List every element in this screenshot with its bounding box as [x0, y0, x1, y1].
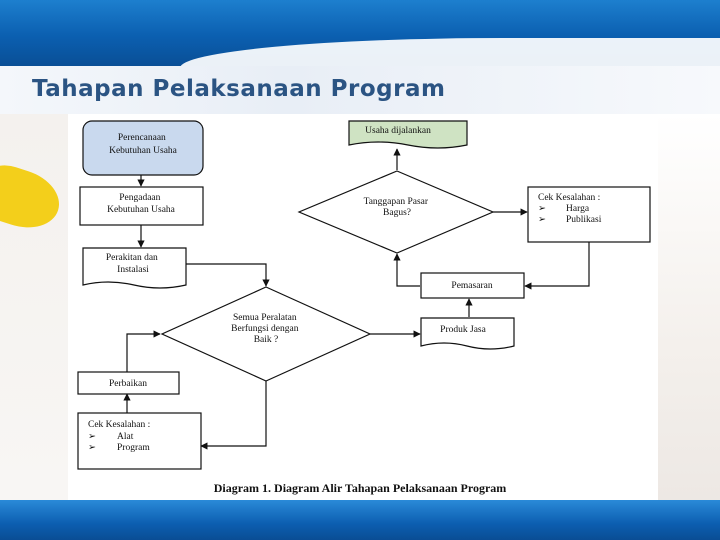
decision-tanggapan-pasar: Tanggapan Pasar Bagus?	[299, 171, 493, 253]
node-perencanaan: Perencanaan Kebutuhan Usaha	[83, 121, 203, 175]
produk-jasa-label: Produk Jasa	[440, 325, 486, 335]
node-produk-jasa: Produk Jasa	[421, 318, 514, 349]
perencanaan-line-1: Perencanaan	[118, 133, 166, 143]
cek-alat-title: Cek Kesalahan :	[88, 420, 150, 430]
node-cek-kesalahan-alat: Cek Kesalahan : ➢ Alat ➢ Program	[78, 413, 201, 469]
perencanaan-line-2: Kebutuhan Usaha	[109, 146, 178, 156]
usaha-dijalankan-label: Usaha dijalankan	[365, 126, 431, 136]
perbaikan-label: Perbaikan	[109, 379, 147, 389]
node-cek-kesalahan-harga: Cek Kesalahan : ➢ Harga ➢ Publikasi	[528, 187, 650, 242]
svg-text:Usaha dijalankan: Usaha dijalankan	[365, 126, 431, 136]
cek-alat-item-1: Alat	[117, 432, 134, 442]
arrow-pemasaran-to-tanggapan	[397, 254, 420, 286]
arrow-perakitan-to-decision	[186, 264, 266, 286]
pengadaan-line-2: Kebutuhan Usaha	[107, 205, 176, 215]
perakitan-line-1: Perakitan dan	[106, 253, 158, 263]
cek-alat-item-2: Program	[117, 443, 150, 453]
svg-text:Produk Jasa: Produk Jasa	[440, 325, 486, 335]
node-usaha-dijalankan: Usaha dijalankan	[349, 121, 467, 148]
svg-text:Perbaikan: Perbaikan	[109, 379, 147, 389]
svg-text:Pemasaran: Pemasaran	[451, 281, 492, 291]
cek-harga-bullet-1: ➢	[538, 204, 546, 214]
pengadaan-line-1: Pengadaan	[119, 193, 160, 203]
tanggapan-line-2: Bagus?	[383, 208, 411, 218]
semua-peralatan-line-1: Semua Peralatan	[233, 313, 297, 323]
semua-peralatan-line-2: Berfungsi dengan	[231, 323, 299, 334]
diagram-caption: Diagram 1. Diagram Alir Tahapan Pelaksan…	[214, 481, 507, 495]
arrow-decision-no-to-cek	[201, 381, 266, 446]
cek-harga-title: Cek Kesalahan :	[538, 193, 600, 203]
node-pemasaran: Pemasaran	[421, 273, 524, 298]
decision-semua-peralatan: Semua Peralatan Berfungsi dengan Baik ?	[162, 287, 370, 381]
node-perakitan: Perakitan dan Instalasi	[83, 248, 186, 288]
cek-harga-item-1: Harga	[566, 204, 590, 214]
arrow-cekharga-to-pemasaran	[525, 242, 589, 286]
arrow-perbaikan-to-decision	[127, 334, 160, 372]
cek-harga-bullet-2: ➢	[538, 215, 546, 225]
cek-harga-item-2: Publikasi	[566, 215, 602, 225]
node-perbaikan: Perbaikan	[78, 372, 179, 394]
node-pengadaan: Pengadaan Kebutuhan Usaha	[80, 187, 203, 225]
semua-peralatan-line-3: Baik ?	[254, 335, 279, 345]
perakitan-line-2: Instalasi	[117, 265, 149, 275]
pemasaran-label: Pemasaran	[451, 281, 492, 291]
cek-alat-bullet-1: ➢	[88, 432, 96, 442]
cek-alat-bullet-2: ➢	[88, 443, 96, 453]
tanggapan-line-1: Tanggapan Pasar	[364, 197, 429, 207]
